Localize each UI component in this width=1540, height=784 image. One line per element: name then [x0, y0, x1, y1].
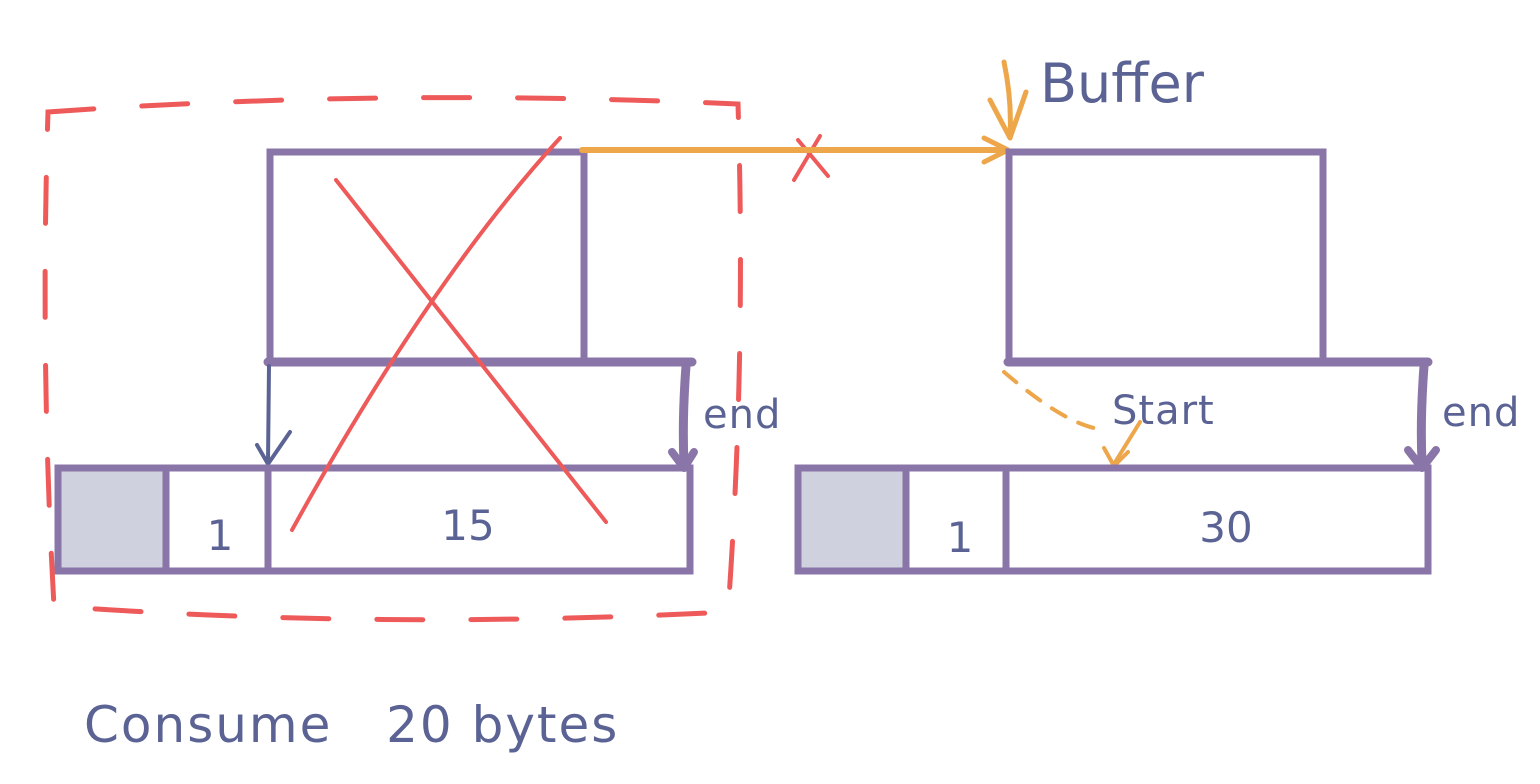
link-cut-stroke-1 [796, 138, 830, 178]
start-label: Start [1112, 388, 1215, 434]
left-header-box [266, 148, 588, 366]
right-cell-large-value: 30 [1199, 503, 1252, 552]
next-buffer-link [579, 135, 1011, 165]
left-cell-large-value: 15 [441, 501, 494, 550]
right-cell-small-value: 1 [947, 513, 974, 562]
left-data-row [54, 464, 694, 575]
left-buffer-structure: 1 15 end [54, 148, 781, 575]
left-data-pointer [266, 364, 271, 464]
buffer-pointer-head [987, 89, 1029, 141]
start-pointer-down [1112, 420, 1142, 466]
buffer-pointer [1001, 59, 1013, 139]
cross-stroke-2 [290, 136, 562, 532]
right-data-row [794, 464, 1432, 575]
operation-caption: Consume 20 bytes [84, 696, 619, 754]
left-end-pointer [678, 361, 691, 469]
left-cell-small-value: 1 [207, 511, 234, 560]
right-buffer-structure: Buffer end Start 1 30 [794, 52, 1520, 575]
right-shaded-cell [798, 468, 906, 570]
right-end-label: end [1442, 390, 1520, 436]
buffer-label: Buffer [1040, 52, 1205, 115]
left-data-pointer-head [255, 430, 292, 466]
right-end-pointer [1416, 361, 1429, 467]
consumed-region-dashed-outline [42, 95, 743, 623]
left-shaded-cell [58, 468, 166, 570]
left-end-label: end [703, 392, 781, 438]
start-pointer [1002, 370, 1096, 430]
link-cut-stroke-2 [792, 134, 822, 182]
cross-stroke-1 [334, 178, 608, 524]
right-header-box [1005, 148, 1327, 366]
removal-markings [42, 95, 830, 623]
